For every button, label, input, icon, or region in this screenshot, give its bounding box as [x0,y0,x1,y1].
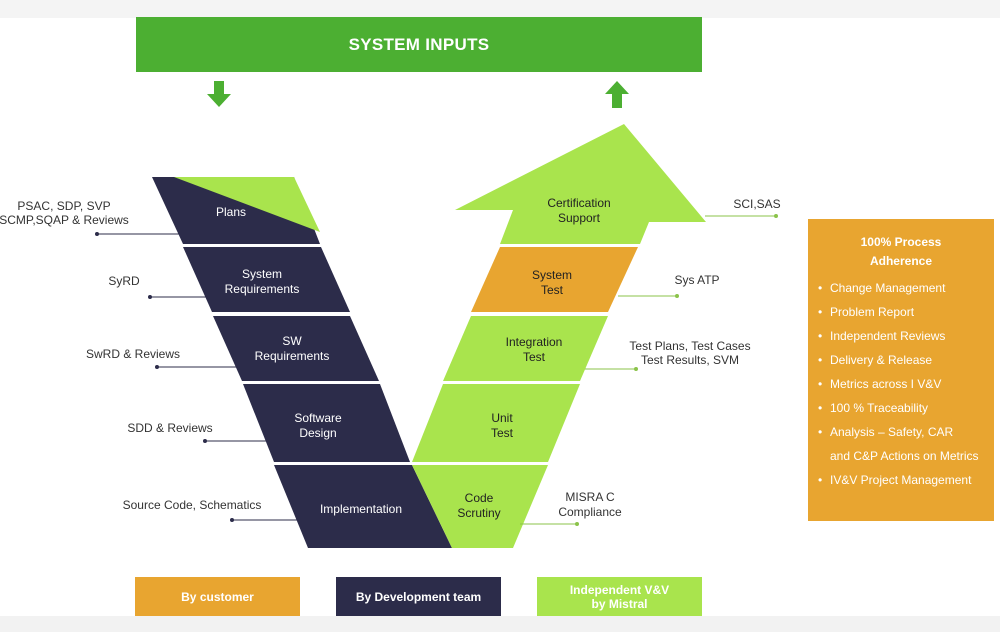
process-item: Analysis – Safety, CAR and C&P Actions o… [818,424,984,465]
left-segment-implementation [274,465,452,548]
label-plans: Plans [216,205,246,219]
svg-text:Sys ATP: Sys ATP [674,273,719,287]
right-segment-code-scrutiny [412,465,548,548]
bottom-band [0,616,1000,632]
process-adherence-title: 100% Process Adherence [818,233,984,271]
svg-text:Source Code, Schematics: Source Code, Schematics [123,498,262,512]
right-segment-certification-support [455,124,706,244]
process-item: IV&V Project Management [818,472,984,489]
process-item: Independent Reviews [818,328,984,345]
legend-by-customer: By customer [135,577,300,616]
process-adherence-box: 100% Process Adherence Change Management… [808,219,994,521]
annotation-sys-atp: Sys ATP [618,273,720,298]
annotation-swrd: SwRD & Reviews [86,347,270,369]
process-item: 100 % Traceability [818,400,984,417]
left-segment-plans [152,177,320,244]
top-band [0,0,1000,18]
left-segment-system-requirements [183,247,350,312]
process-item: Metrics across I V&V [818,376,984,393]
annotation-syrd: SyRD [108,274,240,299]
legend-independent-vv: Independent V&V by Mistral [537,577,702,616]
annotation-sci-sas: SCI,SAS [705,197,781,218]
process-item-line: and C&P Actions on Metrics [830,449,979,463]
left-segment-sw-requirements [213,316,379,381]
right-segment-unit-test [412,384,580,462]
system-inputs-banner: SYSTEM INPUTS [136,17,702,72]
legend-by-development-team: By Development team [336,577,501,616]
legend-ivv-line: Independent V&V [569,582,670,597]
process-item: Delivery & Release [818,352,984,369]
legend-development-label: By Development team [355,589,482,604]
label-implementation: Implementation [320,502,402,516]
process-item: Change Management [818,280,984,297]
svg-text:SwRD & Reviews: SwRD & Reviews [86,347,180,361]
svg-text:SDD & Reviews: SDD & Reviews [127,421,212,435]
annotation-sdd: SDD & Reviews [127,421,300,443]
legend-ivv-label: Independent V&V by Mistral [570,583,669,611]
process-item-line: Analysis – Safety, CAR [830,425,954,439]
process-list: Change Management Problem Report Indepen… [818,280,984,489]
system-inputs-title: SYSTEM INPUTS [348,34,490,54]
legend-ivv-line: by Mistral [591,596,648,611]
annotation-source-code: Source Code, Schematics [123,498,330,522]
up-arrow-icon [605,81,629,108]
right-segment-integration-test [443,316,608,381]
down-arrow-icon [207,81,231,107]
left-segment-software-design [243,384,410,462]
process-title-line: Adherence [869,254,933,268]
svg-text:SyRD: SyRD [108,274,140,288]
process-item: Problem Report [818,304,984,321]
legend-customer-label: By customer [181,589,254,604]
process-title-line: 100% Process [860,235,942,249]
right-segment-system-test [471,247,638,312]
svg-text:SCI,SAS: SCI,SAS [733,197,780,211]
